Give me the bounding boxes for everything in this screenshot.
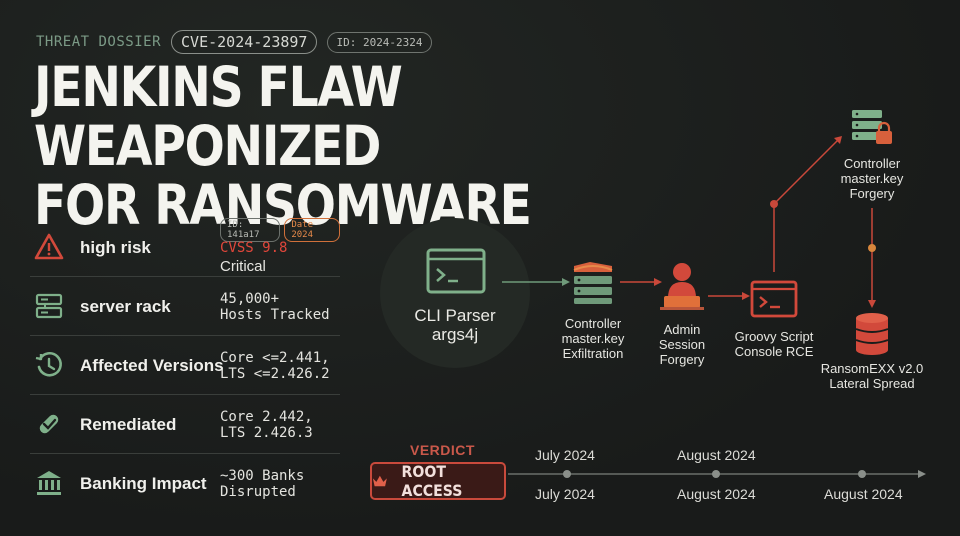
stat-label: server rack [80, 297, 171, 316]
exfil-node-label: Controller master.key Exfiltration [548, 316, 638, 361]
stat-value: Core <=2.441, LTS <=2.426.2 [220, 350, 330, 382]
arrowhead [742, 292, 750, 300]
connector-to-forgery [773, 139, 839, 205]
cve-pill: CVE-2024-23897 [171, 30, 318, 54]
timeline-bottom-label: August 2024 [677, 486, 756, 502]
stat-row-hosts: server rack 45,000+ Hosts Tracked [30, 277, 340, 336]
timeline-top-label: August 2024 [677, 447, 756, 463]
cli-parser-text: CLI Parser args4j [414, 306, 496, 344]
verdict-badge: ROOT ACCESS [370, 462, 506, 500]
verdict-title: VERDICT [410, 442, 475, 458]
database-icon [855, 313, 889, 355]
stat-row-affected: Affected Versions Core <=2.441, LTS <=2.… [30, 336, 340, 395]
forgery-text: Controller master.key Forgery [840, 156, 904, 201]
arrowhead [654, 278, 662, 286]
cli-parser-label: CLI Parser args4j [395, 306, 515, 344]
admin-node-label: Admin Session Forgery [642, 322, 722, 367]
admin-text: Admin Session Forgery [658, 322, 706, 367]
forgery-node-label: Controller master.key Forgery [826, 156, 918, 201]
arrowhead [562, 278, 570, 286]
warning-icon [34, 233, 64, 260]
user-laptop-icon [660, 263, 704, 310]
arrowhead [868, 300, 876, 308]
terminal-icon [426, 248, 486, 294]
timeline-marker [858, 470, 866, 478]
connector-dot [868, 244, 876, 252]
verdict-label: ROOT ACCESS [401, 462, 463, 500]
stat-row-banking: Banking Impact ~300 Banks Disrupted [30, 454, 340, 513]
server-stack-icon [573, 262, 613, 304]
groovy-text: Groovy Script Console RCE [734, 329, 814, 359]
stats-list: high risk ID: 141a17 Date 2024 CVSS 9.8 … [30, 218, 340, 513]
stat-row-remediated: Remediated Core 2.442, LTS 2.426.3 [30, 395, 340, 454]
stat-label: Affected Versions [80, 356, 224, 375]
timeline-bottom-label: July 2024 [535, 486, 595, 502]
date-mini-pill: Date 2024 [284, 218, 340, 242]
stat-pills: ID: 141a17 Date 2024 [220, 218, 340, 242]
console-icon [750, 280, 798, 318]
tagline: THREAT DOSSIER CVE-2024-23897 ID: 2024-2… [36, 30, 432, 54]
bank-icon [37, 471, 61, 495]
timeline-marker [712, 470, 720, 478]
server-lock-icon [852, 110, 892, 144]
stat-value: 45,000+ Hosts Tracked [220, 291, 330, 323]
server-rack-icon [35, 293, 63, 319]
stat-row-risk: high risk ID: 141a17 Date 2024 CVSS 9.8 … [30, 218, 340, 277]
exfil-text: Controller master.key Exfiltration [561, 316, 625, 361]
headline-line-1: JENKINS FLAW WEAPONIZED [34, 55, 403, 178]
history-icon [35, 352, 62, 377]
id-pill: ID: 2024-2324 [327, 31, 432, 53]
crown-icon [372, 475, 387, 487]
timeline-marker [563, 470, 571, 478]
stat-value: ~300 Banks Disrupted [220, 468, 305, 500]
id-mini-pill: ID: 141a17 [220, 218, 281, 242]
stat-value: Core 2.442, LTS 2.426.3 [220, 409, 313, 441]
arrowhead [834, 136, 842, 144]
groovy-node-label: Groovy Script Console RCE [722, 329, 826, 359]
dossier-kicker: THREAT DOSSIER [36, 34, 162, 50]
cvss-score: CVSS 9.8 [220, 240, 288, 256]
ransom-text: RansomEXX v2.0 Lateral Spread [820, 361, 924, 391]
stat-label: Remediated [80, 415, 177, 434]
stat-label: Banking Impact [80, 474, 207, 493]
timeline-arrow [918, 470, 926, 478]
severity-label: Critical [220, 258, 266, 275]
ransom-node-label: RansomEXX v2.0 Lateral Spread [812, 361, 932, 391]
timeline-bottom-label: August 2024 [824, 486, 903, 502]
stat-label: high risk [80, 238, 151, 257]
timeline-top-label: July 2024 [535, 447, 595, 463]
patch-icon [39, 414, 59, 434]
